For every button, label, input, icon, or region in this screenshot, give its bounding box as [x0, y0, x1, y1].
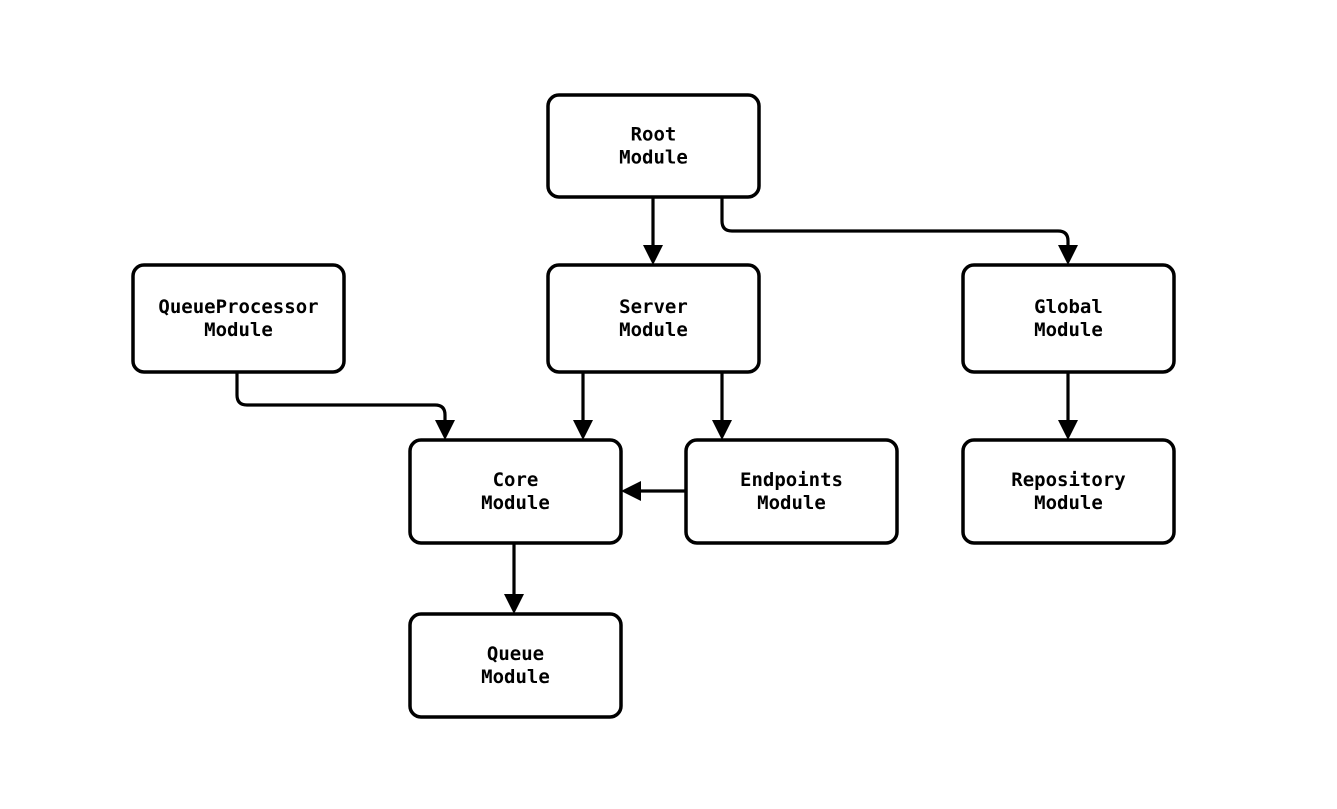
- node-label-line1: QueueProcessor: [158, 296, 318, 318]
- arrowhead-down-icon: [435, 420, 455, 440]
- arrowhead-down-icon: [1058, 420, 1078, 440]
- node-box[interactable]: [961, 263, 1176, 374]
- arrowhead-left-icon: [621, 481, 641, 501]
- node-label-line2: Module: [204, 319, 273, 341]
- node-box[interactable]: [546, 263, 761, 374]
- node-box[interactable]: [684, 438, 899, 545]
- edge-line: [720, 197, 1070, 252]
- node-label-line2: Module: [481, 492, 550, 514]
- node-box[interactable]: [546, 93, 761, 199]
- node-label-line2: Module: [481, 666, 550, 688]
- node-label-line1: Endpoints: [740, 469, 843, 491]
- edge-queueprocessor-to-core: [235, 372, 455, 440]
- node-box[interactable]: [408, 438, 623, 545]
- node-label-line1: Core: [493, 469, 539, 491]
- node-label-line1: Repository: [1011, 469, 1125, 491]
- node-label-line2: Module: [619, 147, 688, 169]
- edge-line: [235, 372, 447, 427]
- node-label-line1: Server: [619, 296, 688, 318]
- arrowhead-down-icon: [712, 420, 732, 440]
- arrowhead-down-icon: [504, 594, 524, 614]
- edge-root-to-global: [720, 197, 1078, 265]
- edge-root-to-server: [643, 197, 663, 265]
- edges-layer: [235, 197, 1078, 614]
- arrowhead-down-icon: [643, 245, 663, 265]
- arrowhead-down-icon: [573, 420, 593, 440]
- node-label-line2: Module: [619, 319, 688, 341]
- edge-server-to-endpoints: [712, 372, 732, 440]
- node-box[interactable]: [408, 612, 623, 719]
- nodes-layer: RootModuleQueueProcessorModuleServerModu…: [131, 93, 1176, 719]
- edge-core-to-queue: [504, 543, 524, 614]
- edge-endpoints-to-core: [621, 481, 686, 501]
- node-box[interactable]: [961, 438, 1176, 545]
- arrowhead-down-icon: [1058, 245, 1078, 265]
- node-label-line2: Module: [1034, 319, 1103, 341]
- node-box[interactable]: [131, 263, 346, 374]
- edge-server-to-core: [573, 372, 593, 440]
- node-label-line1: Root: [631, 124, 677, 146]
- node-label-line1: Global: [1034, 296, 1103, 318]
- node-label-line1: Queue: [487, 643, 544, 665]
- edge-global-to-repository: [1058, 372, 1078, 440]
- node-label-line2: Module: [1034, 492, 1103, 514]
- node-label-line2: Module: [757, 492, 826, 514]
